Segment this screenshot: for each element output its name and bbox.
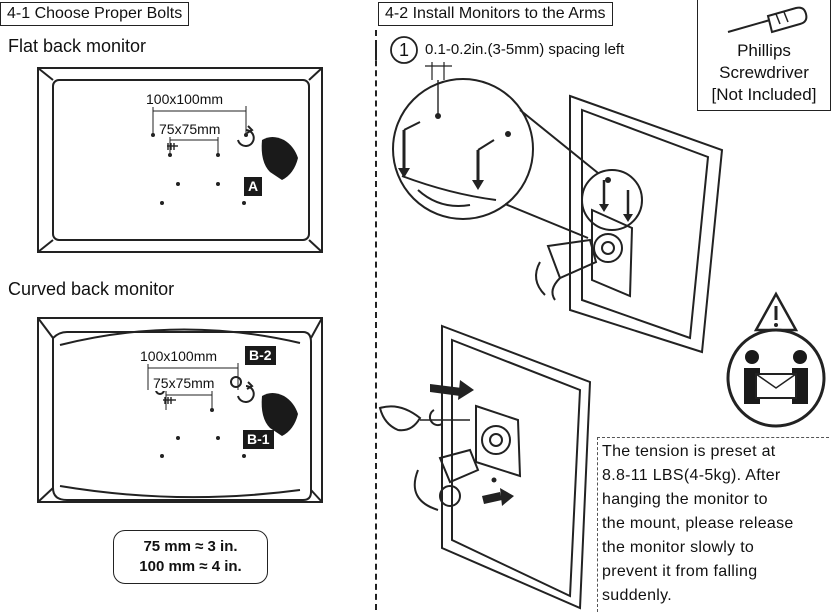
tool-not-included: [Not Included] [711, 85, 817, 104]
curved-back-heading: Curved back monitor [8, 279, 175, 299]
note-line-2: 8.8-11 LBS(4-5kg). After [602, 467, 781, 484]
curved-dim-75: 75x75mm [152, 375, 216, 391]
note-line-5: the monitor slowly to [602, 539, 755, 556]
tool-requirement-box: Phillips Screwdriver [Not Included] [697, 0, 831, 111]
conversion-75: 75 mm ≈ 3 in. [143, 538, 238, 555]
conversion-100: 100 mm ≈ 4 in. [139, 558, 242, 575]
note-line-1: The tension is preset at [602, 443, 776, 460]
curved-dim-100: 100x100mm [139, 348, 219, 364]
section-title-install-monitors: 4-2 Install Monitors to the Arms [378, 2, 613, 26]
bolt-label-b1: B-1 [243, 430, 274, 449]
step-number: 1 [398, 40, 409, 60]
hand-icon [261, 137, 298, 180]
note-line-6: prevent it from falling [602, 563, 758, 580]
note-line-7: suddenly. [602, 587, 673, 604]
spacing-instruction: 0.1-0.2in.(3-5mm) spacing left [425, 41, 625, 58]
tool-name-line2: Screwdriver [719, 63, 809, 82]
hand-icon [261, 393, 298, 436]
bolt-label-b2: B-2 [245, 346, 276, 365]
note-line-3: hanging the monitor to [602, 491, 768, 508]
flat-back-heading: Flat back monitor [8, 36, 147, 56]
section-title-choose-bolts: 4-1 Choose Proper Bolts [0, 2, 190, 26]
tension-note-box: The tension is preset at 8.8-11 LBS(4-5k… [597, 437, 831, 612]
flat-dim-100: 100x100mm [145, 91, 225, 107]
bolt-label-a: A [244, 177, 263, 196]
tool-name-line1: Phillips [737, 41, 791, 60]
note-line-4: the mount, please release [602, 515, 794, 532]
section-divider [375, 30, 377, 610]
flat-dim-75: 75x75mm [158, 121, 222, 137]
conversion-box: 75 mm ≈ 3 in. 100 mm ≈ 4 in. [113, 530, 268, 584]
